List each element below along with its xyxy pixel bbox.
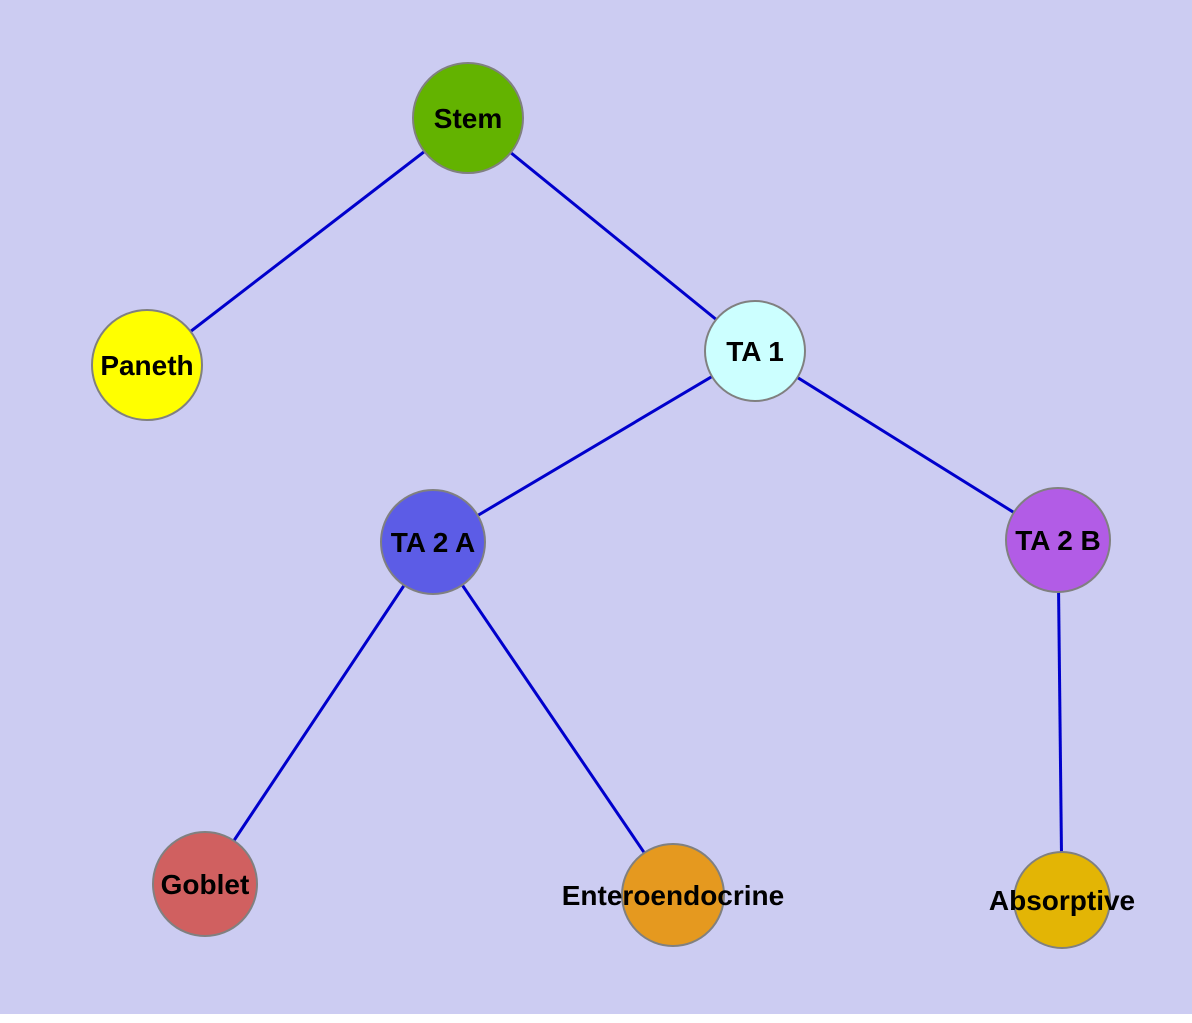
edge-stem-ta1 (467, 116, 756, 353)
node-circle-absorptive (1013, 851, 1111, 949)
node-circle-stem (412, 62, 524, 174)
edge-ta2a-goblet (203, 541, 435, 885)
node-ta1: TA 1 (704, 300, 806, 402)
node-circle-ta2b (1005, 487, 1111, 593)
edge-ta1-ta2b (754, 349, 1059, 542)
node-ta2a: TA 2 A (380, 489, 486, 595)
node-goblet: Goblet (152, 831, 258, 937)
edge-ta2b-absorptive (1056, 539, 1064, 901)
node-circle-ta2a (380, 489, 486, 595)
node-circle-goblet (152, 831, 258, 937)
edge-ta1-ta2a (432, 349, 756, 544)
node-paneth: Paneth (91, 309, 203, 421)
node-stem: Stem (412, 62, 524, 174)
edge-ta2a-enteroendocrine (431, 541, 675, 896)
node-circle-ta1 (704, 300, 806, 402)
node-circle-enteroendocrine (621, 843, 725, 947)
edge-stem-paneth (146, 116, 469, 367)
node-ta2b: TA 2 B (1005, 487, 1111, 593)
node-circle-paneth (91, 309, 203, 421)
